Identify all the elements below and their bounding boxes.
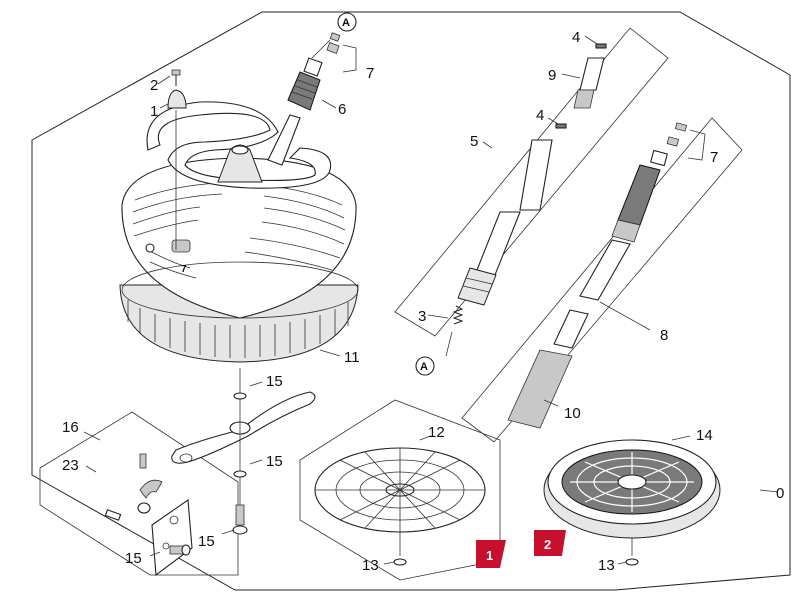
hose-elbow — [137, 479, 163, 514]
washer-mid — [233, 470, 247, 478]
variant-badge-1: 1 — [476, 540, 506, 568]
callout-8: 8 — [660, 327, 668, 344]
brush-kit-outline — [39, 411, 239, 576]
clip-part-13-right — [625, 558, 639, 566]
mounting-bracket — [151, 499, 193, 577]
callout-3: 3 — [418, 308, 426, 325]
screw-part-2 — [171, 69, 181, 86]
lance-handle — [611, 122, 688, 243]
circle-letter-top: A — [342, 17, 350, 29]
callout-11: 11 — [344, 349, 360, 366]
pad-part-10 — [507, 349, 573, 429]
extension-tube — [553, 239, 631, 349]
badge-2-shape — [534, 530, 566, 556]
lance-tube-upper — [519, 139, 553, 211]
callout-2: 2 — [150, 77, 158, 94]
callout-15d: 15 — [125, 550, 142, 567]
kit-outline — [31, 11, 791, 591]
callout-9: 9 — [548, 67, 556, 84]
surface-cleaner-body: 7 — [119, 101, 359, 363]
connector-part-6 — [267, 32, 341, 166]
kit-label: 0 — [776, 485, 784, 502]
filter-disc-part-14 — [543, 439, 721, 539]
callout-5: 5 — [470, 133, 478, 150]
callout-7c: 7 — [710, 149, 718, 166]
washer-top — [233, 392, 247, 400]
callout-15c: 15 — [198, 533, 215, 550]
callout-14: 14 — [696, 427, 713, 444]
body-mark: 7 — [181, 264, 187, 275]
badge-2-number: 2 — [544, 537, 551, 552]
callout-6: 6 — [338, 101, 346, 118]
circle-letter-bottom: A — [420, 361, 428, 373]
callout-13a: 13 — [362, 557, 379, 574]
callout-7a: 7 — [366, 65, 374, 82]
stand-disc-part-12 — [314, 447, 486, 533]
callout-12: 12 — [428, 424, 445, 441]
callout-13b: 13 — [598, 557, 615, 574]
coupling-part-9 — [573, 57, 605, 109]
spring-part-3 — [452, 305, 464, 325]
axle-pin — [232, 504, 248, 535]
callout-10: 10 — [564, 405, 581, 422]
callout-23: 23 — [62, 457, 79, 474]
lance-kit-outline — [394, 27, 669, 337]
rotor-arm — [171, 391, 316, 464]
kit-leader — [759, 489, 779, 493]
knob-part-1 — [167, 89, 187, 250]
callout-4a: 4 — [572, 29, 580, 46]
nozzle-fitting — [169, 544, 191, 556]
clip-part — [139, 453, 147, 469]
callout-4b: 4 — [536, 107, 544, 124]
callout-16: 16 — [62, 419, 79, 436]
callout-1: 1 — [150, 103, 158, 120]
badge-1-number: 1 — [486, 548, 493, 563]
lance-tube-lower — [457, 211, 521, 306]
variant-badge-2: 2 — [534, 530, 566, 556]
callout-15a: 15 — [266, 373, 283, 390]
badge-1-shape — [476, 540, 506, 568]
callout-15b: 15 — [266, 453, 283, 470]
clip-part-13-left — [393, 558, 407, 566]
pin-part — [104, 509, 122, 521]
